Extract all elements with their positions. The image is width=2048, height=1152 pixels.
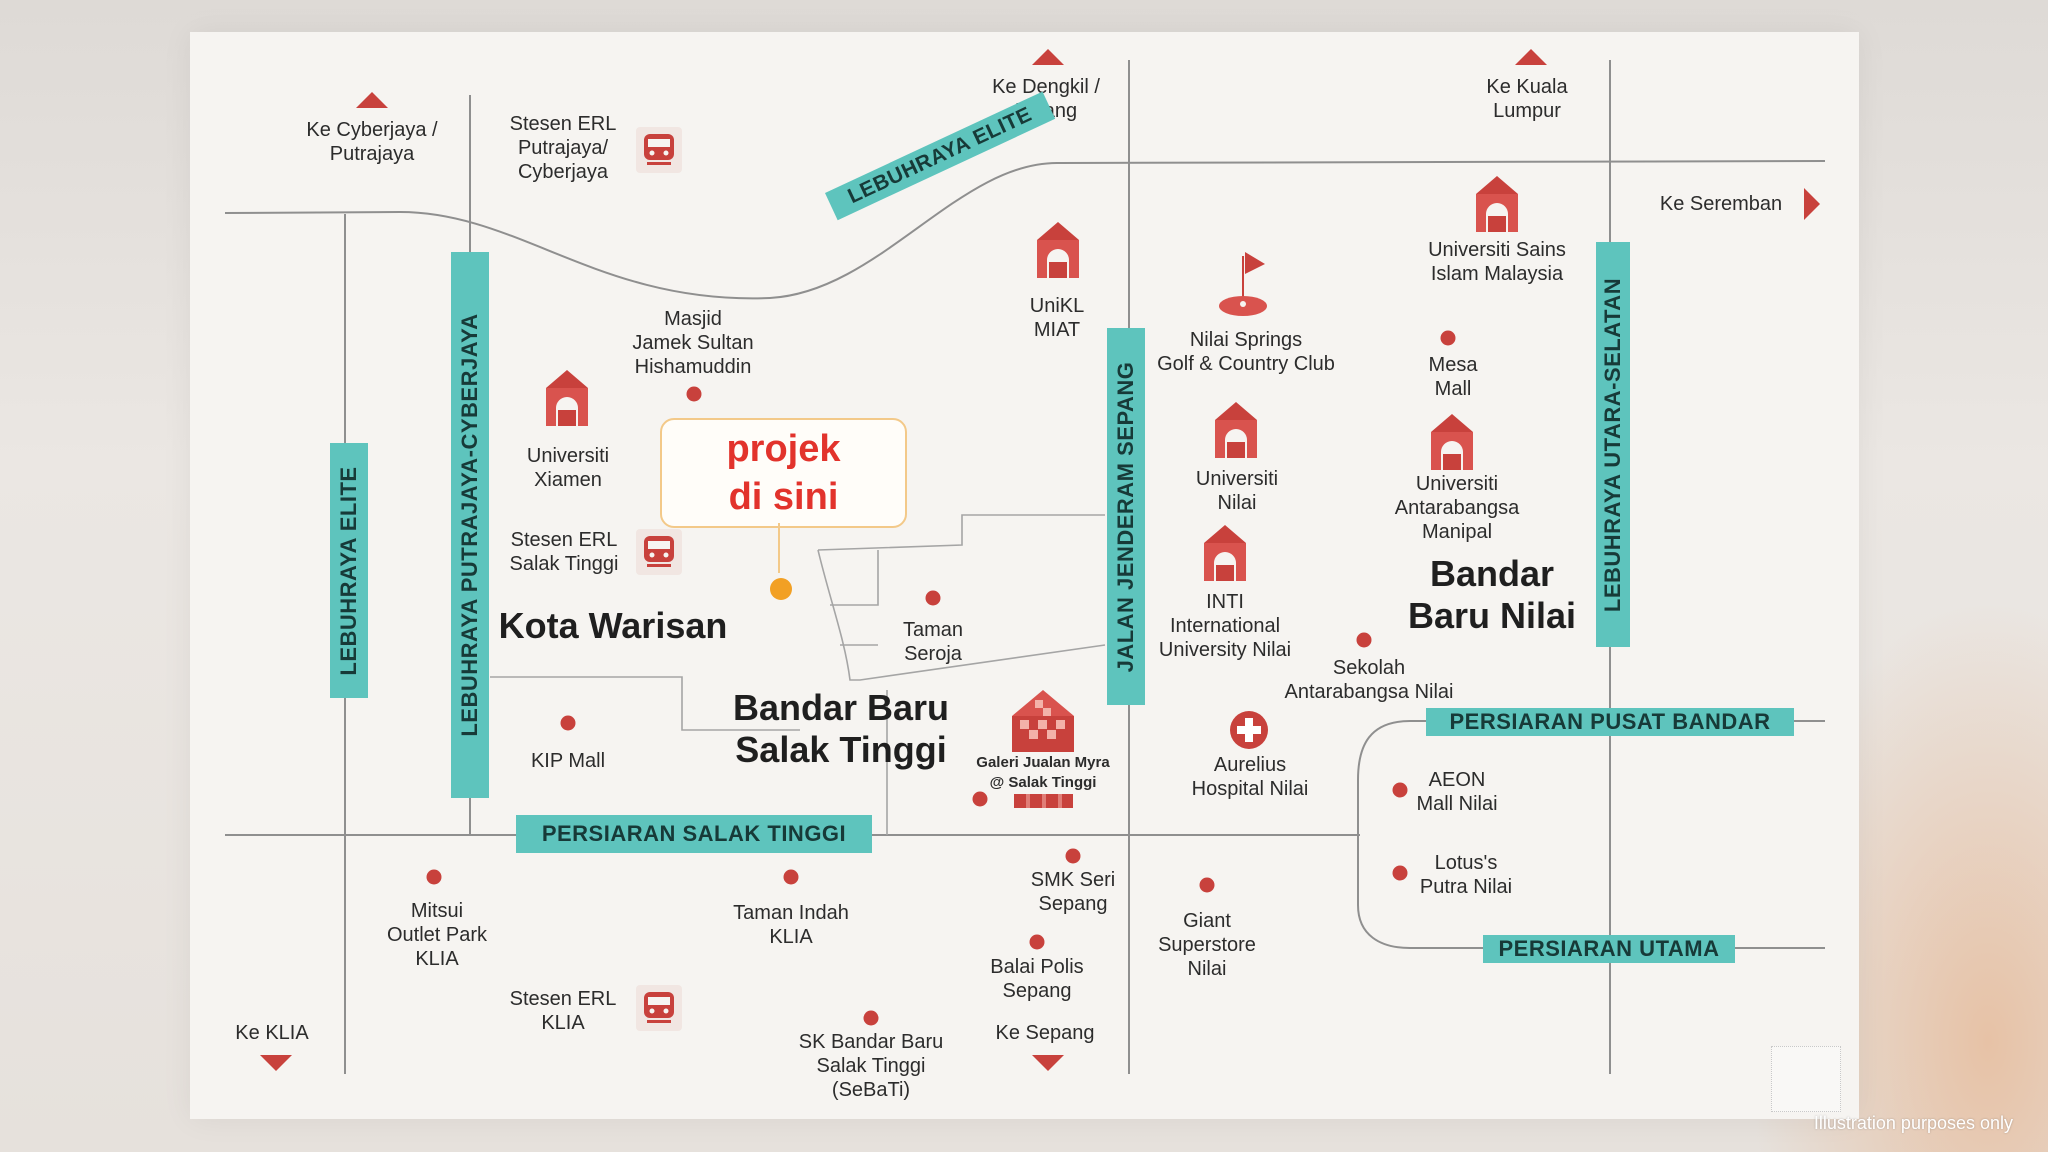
location-dot <box>1440 330 1456 346</box>
location-dot <box>1392 782 1408 798</box>
arrow-down-icon <box>1032 1055 1064 1071</box>
arrow-right-icon <box>1804 188 1820 220</box>
location-dot <box>426 869 442 885</box>
highway-persiaran-utama: PERSIARAN UTAMA <box>1483 935 1735 963</box>
balai-label: Balai Polis Sepang <box>990 956 1084 1002</box>
erl-putrajaya-label: Stesen ERL Putrajaya/ Cyberjaya <box>509 113 617 183</box>
location-dot <box>1065 848 1081 864</box>
direction-kuala-lumpur: Ke Kuala Lumpur <box>1486 76 1568 122</box>
project-location-pin <box>770 578 792 600</box>
usim-label: Universiti Sains Islam Malaysia <box>1428 239 1566 285</box>
placeholder-box <box>1771 1046 1841 1112</box>
lotus-label: Lotus's Putra Nilai <box>1419 852 1513 898</box>
location-dot <box>863 1010 879 1026</box>
golf-flag-icon <box>1217 250 1273 325</box>
callout-text: projek di sini <box>726 428 841 518</box>
gallery-base-icon <box>1014 794 1073 808</box>
road-pusat-loop <box>1357 720 1825 949</box>
erl-klia-label: Stesen ERL KLIA <box>509 988 617 1034</box>
university-icon <box>1476 176 1518 237</box>
mitsui-label: Mitsui Outlet Park KLIA <box>386 900 488 970</box>
sales-gallery-icon <box>1012 690 1074 757</box>
kip-label: KIP Mall <box>530 750 606 772</box>
highway-elite-vertical: LEBUHRAYA ELITE <box>330 443 368 698</box>
smk-label: SMK Seri Sepang <box>1030 869 1116 915</box>
location-dot <box>925 590 941 606</box>
arrow-up-icon <box>1032 49 1064 65</box>
area-kota-warisan: Kota Warisan <box>498 605 728 646</box>
inti-label: INTI International University Nilai <box>1158 591 1292 661</box>
road-elite-curve <box>224 160 1826 300</box>
univ-nilai-label: Universiti Nilai <box>1195 468 1279 514</box>
erl-salak-label: Stesen ERL Salak Tinggi <box>509 529 619 575</box>
university-icon <box>1204 525 1246 586</box>
location-dot <box>1029 934 1045 950</box>
direction-cyberjaya: Ke Cyberjaya / Putrajaya <box>306 119 438 165</box>
seroja-label: Taman Seroja <box>902 619 964 665</box>
sekolah-label: Sekolah Antarabangsa Nilai <box>1284 657 1454 703</box>
direction-seremban: Ke Seremban <box>1659 193 1783 215</box>
train-icon <box>636 985 682 1031</box>
taman-indah-label: Taman Indah KLIA <box>733 902 849 948</box>
university-icon <box>1215 402 1257 463</box>
mesa-label: Mesa Mall <box>1428 354 1478 400</box>
arrow-down-icon <box>260 1055 292 1071</box>
arrow-up-icon <box>356 92 388 108</box>
illustration-note: Illustration purposes only <box>1813 1113 2013 1133</box>
golf-label: Nilai Springs Golf & Country Club <box>1157 329 1335 375</box>
area-salak-tinggi: Bandar Baru Salak Tinggi <box>732 687 950 770</box>
project-callout: projek di sini <box>660 418 907 528</box>
manipal-label: Universiti Antarabangsa Manipal <box>1394 473 1520 543</box>
university-icon <box>1037 222 1079 283</box>
callout-tail <box>778 523 780 573</box>
highway-putrajaya-cyberjaya: LEBUHRAYA PUTRAJAYA-CYBERJAYA <box>451 252 489 798</box>
location-dot <box>1356 632 1372 648</box>
aurelius-label: Aurelius Hospital Nilai <box>1191 754 1309 800</box>
location-dot <box>1199 877 1215 893</box>
xiamen-label: Universiti Xiamen <box>526 445 610 491</box>
hospital-icon <box>1229 710 1269 755</box>
university-icon <box>1431 414 1473 475</box>
masjid-label: Masjid Jamek Sultan Hishamuddin <box>632 308 754 378</box>
highway-persiaran-pusat-bandar: PERSIARAN PUSAT BANDAR <box>1426 708 1794 736</box>
unikl-label: UniKL MIAT <box>1029 295 1085 341</box>
direction-sepang: Ke Sepang <box>995 1022 1095 1044</box>
road-local-4 <box>817 549 1106 681</box>
area-bandar-baru-nilai: Bandar Baru Nilai <box>1407 553 1577 636</box>
galeri-label: Galeri Jualan Myra @ Salak Tinggi <box>976 754 1110 791</box>
location-dot <box>686 386 702 402</box>
sk-label: SK Bandar Baru Salak Tinggi (SeBaTi) <box>798 1031 944 1101</box>
location-dot <box>783 869 799 885</box>
road-local-3 <box>817 514 1105 551</box>
location-dot <box>972 791 988 807</box>
aeon-label: AEON Mall Nilai <box>1416 769 1498 815</box>
highway-utara-selatan: LEBUHRAYA UTARA-SELATAN <box>1596 242 1630 647</box>
highway-persiaran-salak-tinggi: PERSIARAN SALAK TINGGI <box>516 815 872 853</box>
road-local-1 <box>490 676 800 731</box>
university-icon <box>546 370 588 431</box>
location-dot <box>560 715 576 731</box>
train-icon <box>636 529 682 575</box>
highway-jenderam-sepang: JALAN JENDERAM SEPANG <box>1107 328 1145 705</box>
arrow-up-icon <box>1515 49 1547 65</box>
giant-label: Giant Superstore Nilai <box>1158 910 1256 980</box>
road-local-5 <box>830 550 879 606</box>
train-icon <box>636 127 682 173</box>
direction-klia: Ke KLIA <box>235 1022 309 1044</box>
location-dot <box>1392 865 1408 881</box>
